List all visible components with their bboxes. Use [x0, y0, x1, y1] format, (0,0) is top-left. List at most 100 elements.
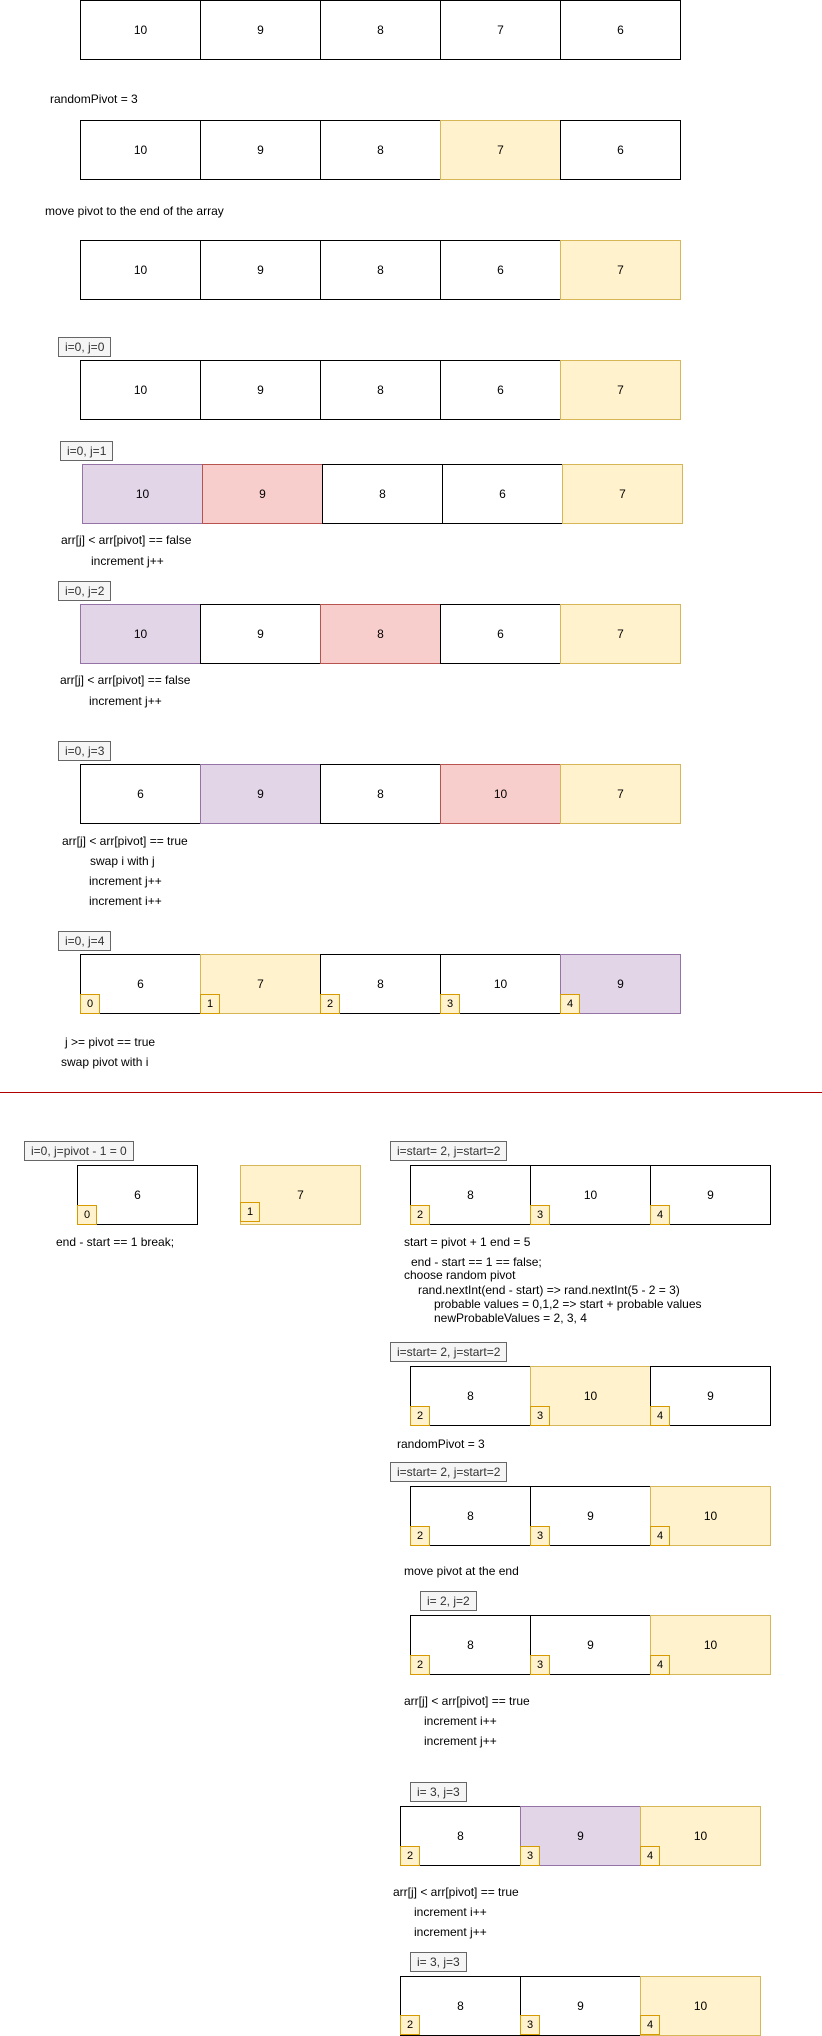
step-note: newProbableValues = 2, 3, 4: [434, 1311, 587, 1325]
pivot-cell: 7: [200, 954, 321, 1014]
step-note: increment j++: [89, 694, 162, 708]
j-cell: 10: [440, 764, 561, 824]
array-cell: 10: [80, 0, 201, 60]
array-cell: 10: [530, 1165, 651, 1225]
array-cell: 8: [322, 464, 443, 524]
step-note: increment j++: [424, 1734, 497, 1748]
step-note: arr[j] < arr[pivot] == true: [404, 1694, 530, 1708]
pivot-cell: 7: [440, 120, 561, 180]
array-cell: 8: [320, 764, 441, 824]
step-note: increment j++: [91, 554, 164, 568]
array-cell: 10: [80, 240, 201, 300]
index-badge: 0: [77, 1205, 97, 1225]
index-badge: 3: [520, 1846, 540, 1866]
array-cell: 6: [560, 0, 681, 60]
step-note: increment i++: [89, 894, 162, 908]
array-cell: 8: [320, 240, 441, 300]
section-divider: [0, 1092, 822, 1093]
index-badge: 2: [410, 1526, 430, 1546]
state-label: i=0, j=3: [58, 741, 112, 761]
state-label: i=0, j=0: [58, 337, 112, 357]
pivot-cell: 7: [560, 604, 681, 664]
state-label: i=0, j=4: [58, 931, 112, 951]
i-cell: 10: [82, 464, 203, 524]
step-note: increment i++: [414, 1905, 487, 1919]
i-cell: 9: [520, 1806, 641, 1866]
index-badge: 2: [400, 1846, 420, 1866]
pivot-cell: 10: [530, 1366, 651, 1426]
index-badge: 4: [560, 994, 580, 1014]
pivot-cell: 7: [560, 240, 681, 300]
array-cell: 8: [410, 1165, 531, 1225]
i-cell: 9: [560, 954, 681, 1014]
array-cell: 8: [320, 120, 441, 180]
step-note: rand.nextInt(end - start) => rand.nextIn…: [418, 1283, 680, 1297]
array-cell: 6: [560, 120, 681, 180]
step-note: randomPivot = 3: [397, 1437, 485, 1451]
index-badge: 3: [530, 1655, 550, 1675]
step-note: arr[j] < arr[pivot] == false: [60, 673, 191, 687]
index-badge: 2: [320, 994, 340, 1014]
state-label: i=0, j=pivot - 1 = 0: [24, 1141, 134, 1161]
step-note: swap pivot with i: [61, 1055, 149, 1069]
step-note: randomPivot = 3: [50, 92, 138, 106]
array-cell: 6: [440, 360, 561, 420]
state-label: i=start= 2, j=start=2: [390, 1141, 508, 1161]
step-note: j >= pivot == true: [65, 1035, 156, 1049]
pivot-cell: 7: [240, 1165, 361, 1225]
array-cell: 8: [410, 1615, 531, 1675]
array-cell: 10: [80, 120, 201, 180]
array-cell: 6: [440, 604, 561, 664]
array-cell: 6: [80, 764, 201, 824]
array-cell: 9: [200, 604, 321, 664]
j-cell: 9: [202, 464, 323, 524]
i-cell: 10: [80, 604, 201, 664]
index-badge: 3: [530, 1205, 550, 1225]
i-cell: 9: [200, 764, 321, 824]
index-badge: 4: [650, 1526, 670, 1546]
step-note: probable values = 0,1,2 => start + proba…: [434, 1297, 702, 1311]
state-label: i=0, j=2: [58, 581, 112, 601]
step-note: choose random pivot: [404, 1268, 516, 1282]
index-badge: 2: [410, 1205, 430, 1225]
array-cell: 9: [650, 1165, 771, 1225]
array-cell: 9: [650, 1366, 771, 1426]
step-note: arr[j] < arr[pivot] == true: [62, 834, 188, 848]
array-cell: 6: [440, 240, 561, 300]
array-cell: 8: [320, 0, 441, 60]
index-badge: 2: [410, 1406, 430, 1426]
pivot-cell: 10: [640, 1806, 761, 1866]
step-note: arr[j] < arr[pivot] == true: [393, 1885, 519, 1899]
state-label: i=start= 2, j=start=2: [390, 1342, 508, 1362]
pivot-cell: 7: [560, 360, 681, 420]
step-note: increment i++: [424, 1714, 497, 1728]
pivot-cell: 7: [560, 764, 681, 824]
step-note: swap i with j: [90, 854, 155, 868]
state-label: i=0, j=1: [60, 441, 114, 461]
index-badge: 4: [650, 1655, 670, 1675]
state-label: i=start= 2, j=start=2: [390, 1462, 508, 1482]
pivot-cell: 10: [650, 1615, 771, 1675]
array-cell: 8: [410, 1366, 531, 1426]
step-note: increment j++: [414, 1925, 487, 1939]
array-cell: 9: [200, 360, 321, 420]
pivot-cell: 10: [640, 1976, 761, 2036]
index-badge: 0: [80, 994, 100, 1014]
state-label: i= 2, j=2: [420, 1591, 477, 1611]
step-note: start = pivot + 1 end = 5: [404, 1235, 531, 1249]
array-cell: 8: [400, 1806, 521, 1866]
array-cell: 8: [410, 1486, 531, 1546]
array-cell: 9: [200, 240, 321, 300]
array-cell: 8: [400, 1976, 521, 2036]
array-cell: 6: [77, 1165, 198, 1225]
index-badge: 1: [240, 1202, 260, 1222]
step-note: end - start == 1 break;: [56, 1235, 175, 1249]
array-cell: 9: [530, 1615, 651, 1675]
array-cell: 6: [442, 464, 563, 524]
index-badge: 4: [640, 1846, 660, 1866]
step-note: end - start == 1 == false;: [411, 1255, 542, 1269]
index-badge: 2: [410, 1655, 430, 1675]
array-cell: 6: [80, 954, 201, 1014]
index-badge: 3: [520, 2015, 540, 2035]
index-badge: 4: [640, 2015, 660, 2035]
